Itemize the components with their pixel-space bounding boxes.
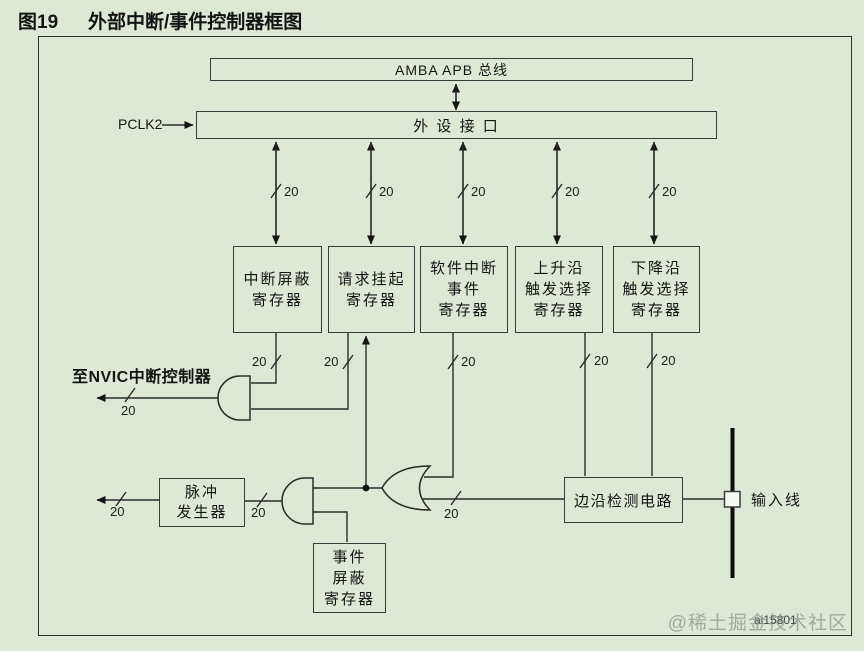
figure-number: 图19	[18, 12, 59, 33]
falling-edge-trigger-register-box: 下降沿 触发选择 寄存器	[613, 246, 700, 333]
bus-width-label: 20	[471, 184, 486, 199]
and-gate-event	[281, 477, 314, 525]
watermark: @稀土掘金技术社区	[667, 613, 848, 634]
box-text-line: 上升沿	[533, 260, 585, 277]
box-text-line: 下降沿	[630, 260, 682, 277]
bus-width-label: 20	[324, 354, 339, 369]
slash	[124, 387, 136, 403]
bus-width-label: 20	[565, 184, 580, 199]
box-text-line: 寄存器	[323, 590, 375, 608]
bus-width-label: 20	[461, 354, 476, 369]
box-text-line: 脉冲	[184, 483, 219, 501]
wire-pending-to-and	[251, 333, 349, 410]
peripheral-interface-box: 外 设 接 口	[196, 111, 717, 139]
request-pending-register-box: 请求挂起 寄存器	[328, 246, 415, 333]
box-text-line: 中断屏蔽	[243, 270, 312, 288]
wire-mask-to-and	[251, 333, 277, 384]
slash	[648, 183, 660, 199]
figure-code: ai15801	[754, 613, 797, 627]
slash	[342, 354, 354, 370]
and-gate-nvic	[217, 375, 251, 421]
figure-title: 外部中断/事件控制器框图	[88, 12, 303, 33]
pclk2-label: PCLK2	[118, 116, 163, 132]
box-text-line: 发生器	[176, 503, 228, 521]
box-text-line: 寄存器	[438, 302, 490, 319]
slash	[447, 354, 459, 370]
bus-width-label: 20	[121, 403, 136, 418]
bus-width-label: 20	[284, 184, 299, 199]
edge-detect-label: 边沿检测电路	[573, 492, 673, 510]
box-text-line: 事件	[446, 281, 481, 298]
slash	[270, 354, 282, 370]
box-text-line: 请求挂起	[337, 270, 406, 288]
slash	[365, 183, 377, 199]
diagram-border	[38, 36, 852, 636]
peripheral-interface-label: 外 设 接 口	[413, 117, 500, 135]
slash	[450, 490, 462, 506]
to-nvic-label: 至NVIC中断控制器	[72, 369, 212, 386]
slash	[270, 183, 282, 199]
bus-width-label: 20	[594, 353, 609, 368]
amba-apb-bus-label: AMBA APB 总线	[395, 61, 508, 78]
bus-width-label: 20	[661, 353, 676, 368]
slash	[646, 353, 658, 369]
bus-width-label: 20	[662, 184, 677, 199]
box-text-line: 寄存器	[533, 302, 585, 319]
software-interrupt-event-register-box: 软件中断 事件 寄存器	[420, 246, 508, 333]
bus-width-label: 20	[252, 354, 267, 369]
amba-apb-bus-box: AMBA APB 总线	[210, 58, 693, 81]
box-text-line: 触发选择	[622, 281, 691, 298]
wire-swier-to-or	[424, 333, 454, 478]
or-gate	[381, 465, 432, 511]
slash	[256, 492, 268, 508]
slash	[115, 491, 127, 507]
wire-eventmask-to-and2	[313, 511, 348, 542]
bus-width-label: 20	[110, 504, 125, 519]
box-text-line: 寄存器	[345, 291, 397, 309]
bus-width-label: 20	[444, 506, 459, 521]
edge-detect-circuit-box: 边沿检测电路	[564, 477, 683, 523]
box-text-line: 触发选择	[524, 281, 593, 298]
box-text-line: 事件	[332, 548, 367, 566]
box-text-line: 屏蔽	[332, 569, 367, 587]
input-line-label: 输入线	[751, 492, 803, 509]
input-terminal-square	[723, 490, 741, 508]
slash	[551, 183, 563, 199]
rising-edge-trigger-register-box: 上升沿 触发选择 寄存器	[515, 246, 603, 333]
junction-dot	[362, 484, 370, 492]
slash	[457, 183, 469, 199]
pulse-generator-box: 脉冲 发生器	[159, 478, 245, 527]
bus-width-label: 20	[251, 505, 266, 520]
bus-width-label: 20	[379, 184, 394, 199]
slash	[579, 353, 591, 369]
box-text-line: 软件中断	[429, 260, 498, 277]
box-text-line: 寄存器	[251, 291, 303, 309]
interrupt-mask-register-box: 中断屏蔽 寄存器	[233, 246, 322, 333]
box-text-line: 寄存器	[630, 302, 682, 319]
event-mask-register-box: 事件 屏蔽 寄存器	[313, 543, 386, 613]
